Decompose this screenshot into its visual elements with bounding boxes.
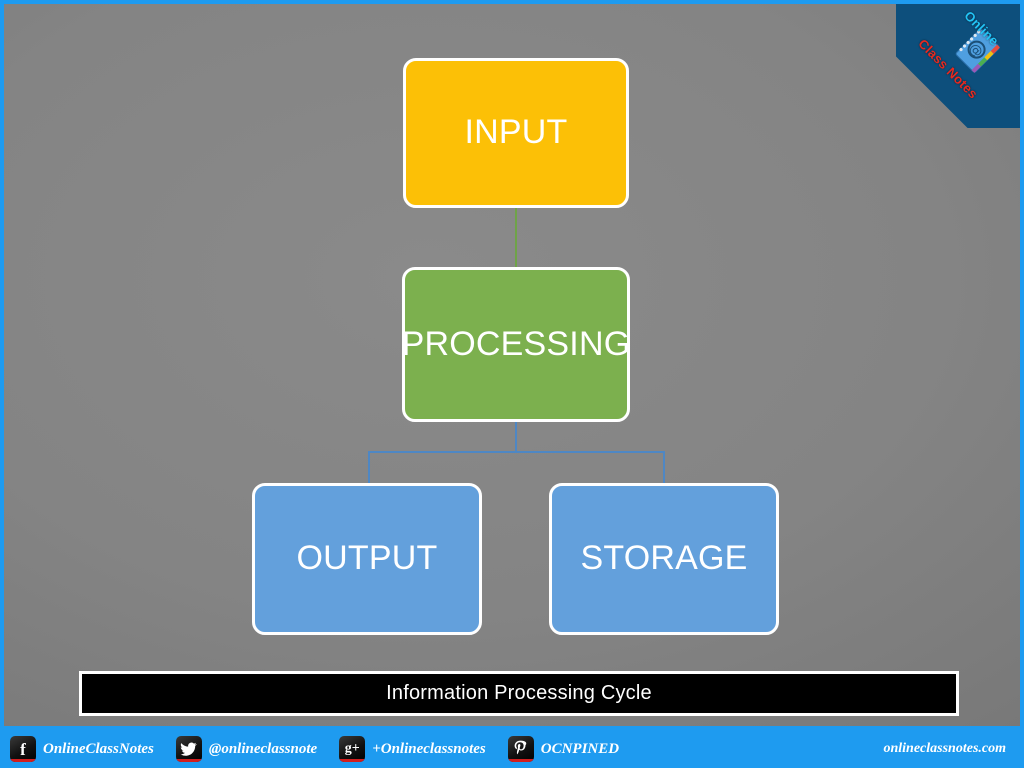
node-input[interactable]: INPUT (403, 58, 629, 208)
site-url[interactable]: onlineclassnotes.com (883, 741, 1006, 756)
connector-horizontal-bar (368, 451, 665, 453)
twitter-label: @onlineclassnote (208, 740, 318, 757)
facebook-glyph: f (20, 739, 26, 759)
slide-background: @ Online Class Notes INPUT PROCESSING (4, 4, 1020, 726)
node-storage[interactable]: STORAGE (549, 483, 779, 635)
social-link-twitter[interactable]: @onlineclassnote (175, 736, 318, 762)
caption-bar: Information Processing Cycle (79, 671, 959, 716)
badge-word-online: Online (961, 8, 1002, 49)
connector-to-output (368, 451, 370, 484)
connector-input-to-processing (515, 208, 517, 268)
node-processing[interactable]: PROCESSING (402, 267, 630, 422)
connector-processing-stub (515, 422, 517, 452)
facebook-icon: f (10, 736, 36, 762)
pinterest-label: OCNPINED (540, 740, 620, 757)
svg-text:@: @ (966, 41, 986, 61)
googleplus-icon: g+ (339, 736, 366, 762)
node-output[interactable]: OUTPUT (252, 483, 482, 635)
caption-text: Information Processing Cycle (386, 682, 652, 704)
social-link-facebook[interactable]: f OnlineClassNotes (10, 736, 154, 762)
twitter-icon (175, 736, 202, 762)
footer-bar: f OnlineClassNotes @onlineclassnote g+ +… (0, 730, 1024, 768)
social-link-pinterest[interactable]: OCNPINED (507, 736, 620, 762)
node-input-label: INPUT (464, 113, 568, 152)
badge-triangle (896, 4, 1020, 128)
social-link-googleplus[interactable]: g+ +Onlineclassnotes (339, 736, 486, 762)
googleplus-label: +Onlineclassnotes (372, 740, 486, 757)
node-output-label: OUTPUT (296, 539, 438, 578)
badge-word-class-notes: Class Notes (915, 36, 981, 102)
connector-to-storage (663, 451, 665, 484)
node-storage-label: STORAGE (580, 539, 748, 578)
pinterest-icon (507, 736, 534, 762)
googleplus-glyph: g+ (344, 741, 360, 756)
node-processing-label: PROCESSING (401, 324, 631, 363)
brand-corner-badge: @ Online Class Notes (896, 4, 1020, 128)
notebook-icon: @ (955, 28, 1000, 73)
facebook-label: OnlineClassNotes (43, 740, 154, 757)
